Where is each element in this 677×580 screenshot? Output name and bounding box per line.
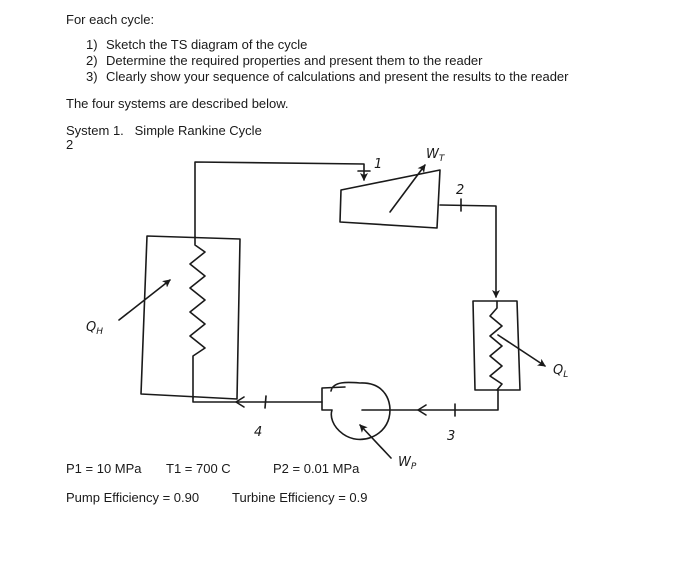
state-2-label: 2 [456, 183, 464, 198]
state-1-label: 1 [374, 157, 382, 172]
turbine-work-label: WT [426, 147, 446, 164]
turbine: WT [339, 147, 446, 229]
pump: WP [321, 381, 417, 472]
pipe-pump-to-boiler [192, 397, 323, 403]
state-3-label: 3 [447, 429, 455, 444]
given-p1: P1 = 10 MPa [66, 461, 142, 476]
heat-in-label: QH [86, 320, 103, 337]
given-turbine-efficiency: Turbine Efficiency = 0.9 [232, 490, 368, 505]
condenser: QL [472, 300, 568, 391]
turbine-body [339, 169, 441, 229]
state-4-label: 4 [254, 425, 262, 440]
task-text: Determine the required properties and pr… [106, 53, 483, 68]
task-number: 1) [86, 37, 98, 52]
intro-text: The four systems are described below. [66, 96, 289, 111]
heat-in-arrow [118, 279, 171, 321]
task-number: 2) [86, 53, 98, 68]
turbine-work-arrow [389, 164, 426, 213]
given-pump-efficiency: Pump Efficiency = 0.90 [66, 490, 200, 505]
given-p2: P2 = 0.01 MPa [273, 461, 360, 476]
pump-work-label: WP [398, 455, 417, 472]
pipe-boiler-to-turbine [194, 161, 368, 238]
heat-out-label: QL [553, 363, 568, 380]
pipe-turbine-to-condenser [439, 204, 500, 298]
state-4-tick [264, 395, 267, 409]
boiler-box [140, 235, 241, 400]
flow-arrow-3 [417, 404, 427, 416]
flow-arrow-4 [235, 396, 245, 408]
boiler-coil [189, 236, 206, 399]
task-text: Clearly show your sequence of calculatio… [106, 69, 569, 84]
given-t1: T1 = 700 C [166, 461, 231, 476]
heading: For each cycle: [66, 12, 155, 27]
boiler: QH [86, 235, 241, 400]
condenser-coil [489, 300, 503, 391]
task-number: 3) [86, 69, 98, 84]
condenser-box [472, 300, 521, 391]
pump-work-arrow [359, 424, 392, 459]
task-text: Sketch the TS diagram of the cycle [106, 37, 308, 52]
pipe-condenser-to-pump [361, 389, 499, 411]
heat-out-arrow [497, 334, 546, 367]
system-title: System 1. Simple Rankine Cycle [66, 123, 262, 138]
stray-number: 2 [66, 137, 74, 152]
pump-body [321, 381, 391, 441]
